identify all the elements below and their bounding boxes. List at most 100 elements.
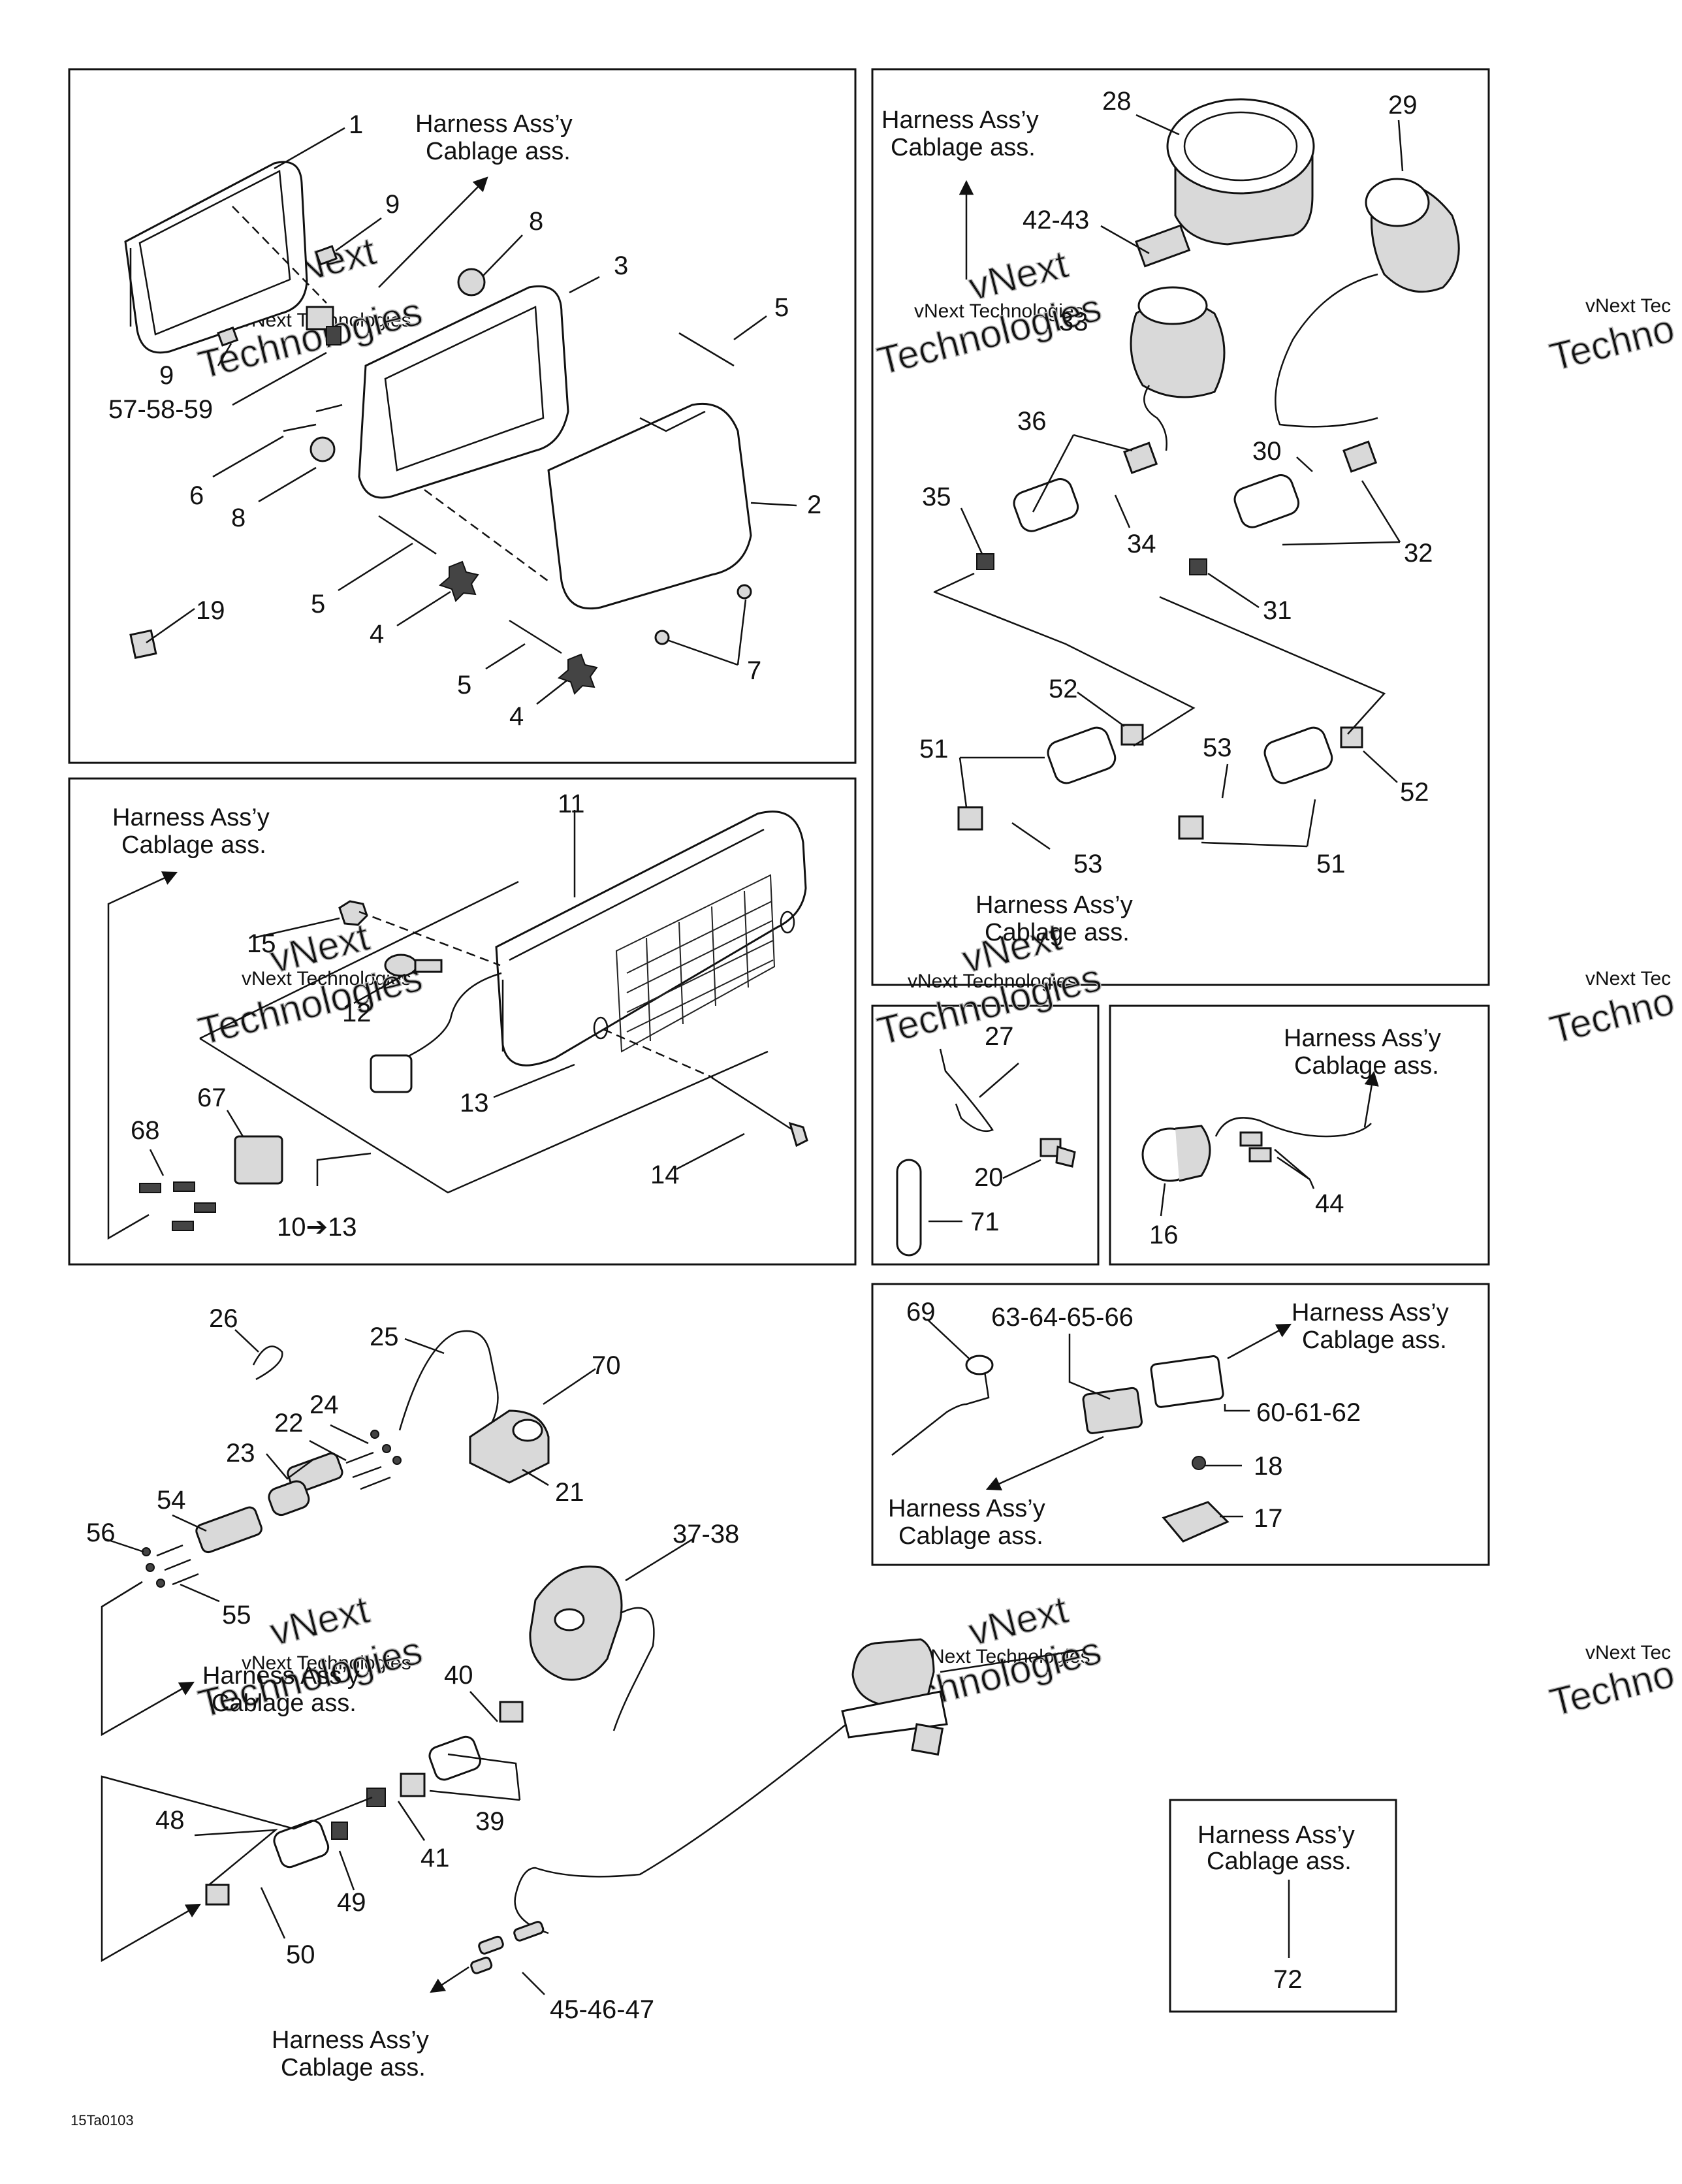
connector-housing [273,1820,330,1869]
wedge-lock [331,1822,348,1840]
harness-label: Harness Ass’y [1284,1025,1441,1052]
callout-52: 52 [1400,778,1429,807]
callout-72: 72 [1273,1965,1303,1994]
panel-taillight [68,777,857,1266]
harness-label: Harness Ass’y [112,804,270,831]
harness-arrow [985,1436,1104,1490]
seal-part [392,1456,402,1465]
gauge-connector [1135,224,1191,268]
callout-1: 1 [349,110,363,139]
small-parts: 27 20 71 [896,1022,1076,1257]
taillight-pigtail [404,972,502,1059]
seal-part [382,1444,391,1453]
callout-51: 51 [1316,850,1346,878]
callout-33: 33 [1059,308,1088,336]
harness-label: Harness Ass’y [202,1662,360,1690]
callout-2: 2 [807,490,821,519]
harness-label: Harness Ass’y [1198,1822,1355,1849]
harness-label: Harness Ass’y [415,110,573,138]
harness-label: Cablage ass. [212,1690,357,1717]
callout-56: 56 [86,1518,116,1547]
callout-32: 32 [1404,539,1433,568]
callout-9: 9 [385,190,400,219]
callout-17: 17 [1254,1504,1283,1533]
ground-connector: 69 63-64-65-66 Harness Ass’y Cablage ass… [888,1298,1449,1550]
callout-19: 19 [196,596,225,625]
panel-indicator-light [1109,1004,1490,1266]
panel-ground-connector [871,1283,1490,1566]
callout-4: 4 [370,620,384,649]
headlight-rear-housing [547,402,752,610]
callout-23: 23 [226,1439,255,1468]
callout-63-64-65-66: 63-64-65-66 [991,1303,1134,1332]
callout-71: 71 [970,1208,1000,1236]
terminal-part [470,1956,493,1974]
knob-part [558,653,598,695]
callout-68: 68 [131,1116,160,1145]
indicator-light: Harness Ass’y Cablage ass. 44 16 [1141,1025,1441,1249]
callout-57-58-59: 57-58-59 [108,395,213,424]
harness-label: Harness Ass’y [1292,1299,1449,1326]
wedge-lock [1342,440,1378,473]
indicator-wire [1214,1117,1372,1138]
callout-60-61-62: 60-61-62 [1256,1398,1361,1427]
harness-label: Cablage ass. [121,831,266,859]
harness-arrow [101,1775,373,1963]
ground-wire [891,1371,990,1456]
callout-31: 31 [1263,596,1292,625]
terminal-part [139,1183,161,1193]
adjust-screw-part [315,404,343,413]
throttle-housing [529,1566,655,1731]
seal-part [1178,815,1204,840]
wedge-lock [1120,724,1144,746]
panel-gauges [871,68,1490,986]
callout-70: 70 [592,1351,621,1380]
connector-housing [1047,726,1117,784]
harness-arrow [101,1581,195,1737]
callout-42-43: 42-43 [1023,206,1089,234]
harness-label: Cablage ass. [1302,1326,1447,1354]
terminal-part [513,1921,545,1942]
screw-part [509,619,562,654]
callout-9: 9 [159,361,174,390]
callout-69: 69 [906,1298,936,1326]
small-screw-part [737,584,752,600]
harness-label: Cablage ass. [898,1522,1043,1550]
callout-36: 36 [1017,407,1047,436]
grommet-part [457,268,486,297]
headlight-assembly: 1 9 8 3 5 9 57-58-59 2 6 8 5 19 4 5 4 7 … [108,110,821,731]
harness-72-box: Harness Ass’y Cablage ass. 72 [1198,1822,1355,1994]
callout-53: 53 [1073,850,1103,878]
seal-part [156,1579,165,1588]
nut-part [338,900,368,926]
terminal-part [194,1202,216,1213]
brake-switch-wire [514,1724,847,1935]
watermark-company-partial: vNext Tec [1585,968,1671,989]
terminal-part [478,1935,504,1955]
callout-55: 55 [222,1601,251,1630]
harness-label: Harness Ass’y [272,2027,429,2054]
brake-master-cylinder [841,1638,1085,1756]
callout-54: 54 [157,1486,186,1515]
harness-label: Cablage ass. [1294,1052,1439,1080]
callout-21: 21 [555,1478,584,1507]
watermark-company: vNext Technologies [242,1652,411,1674]
screw-clip-part [1055,1146,1076,1168]
callout-14: 14 [650,1161,680,1189]
panel-harness-72 [1169,1799,1397,2013]
terminal-part [156,1544,183,1557]
harness-label: Harness Ass’y [881,106,1039,134]
small-screw-part [654,630,670,645]
terminal-part [172,1573,199,1586]
clip-part [217,326,239,347]
watermark-company: vNext Technologies [908,971,1077,992]
callout-3: 3 [614,251,628,280]
terminal-part [1248,1147,1272,1163]
callout-8: 8 [231,504,246,532]
callout-24: 24 [309,1390,339,1419]
callout-16: 16 [1149,1221,1179,1249]
switch-part [129,629,157,659]
callout-22: 22 [274,1409,304,1437]
protective-tube [896,1159,922,1257]
